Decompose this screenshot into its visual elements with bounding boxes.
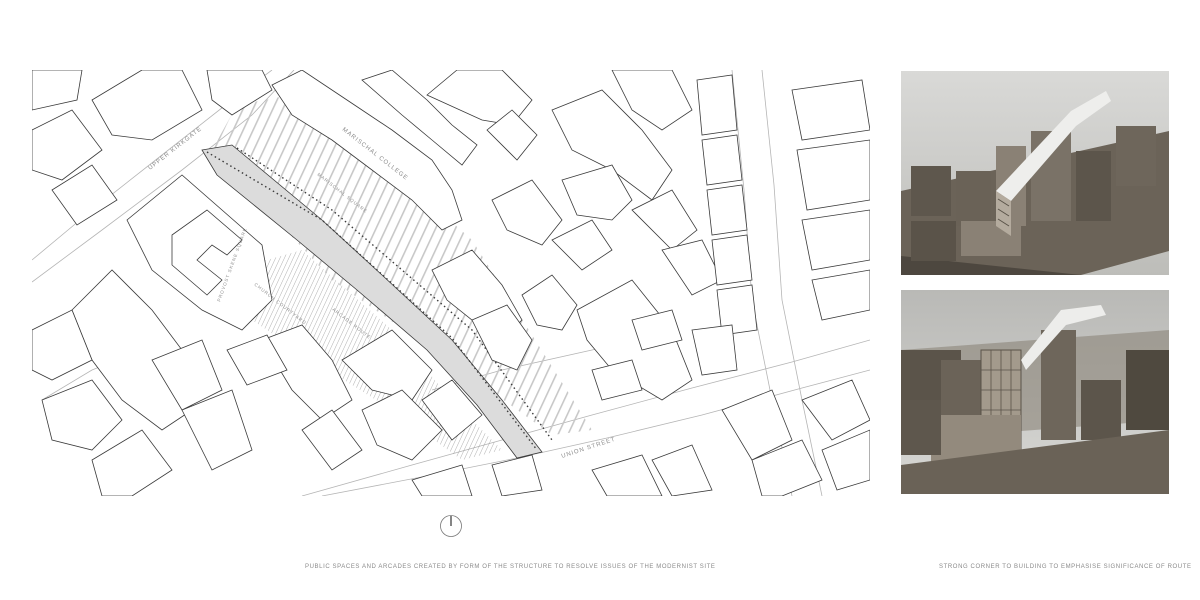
model-photo-aerial xyxy=(901,71,1169,275)
arcade-route xyxy=(201,144,543,459)
building-outlines xyxy=(32,70,870,496)
caption-site-plan: PUBLIC SPACES AND ARCADES CREATED BY FOR… xyxy=(305,564,716,570)
caption-model: STRONG CORNER TO BUILDING TO EMPHASISE S… xyxy=(939,564,1192,570)
north-arrow-icon xyxy=(439,514,463,538)
model-photo-corner xyxy=(901,290,1169,494)
label-union-street: UNION STREET xyxy=(561,437,617,460)
site-plan: UPPER KIRKGATE MARISCHAL COLLEGE UNION S… xyxy=(32,70,870,496)
